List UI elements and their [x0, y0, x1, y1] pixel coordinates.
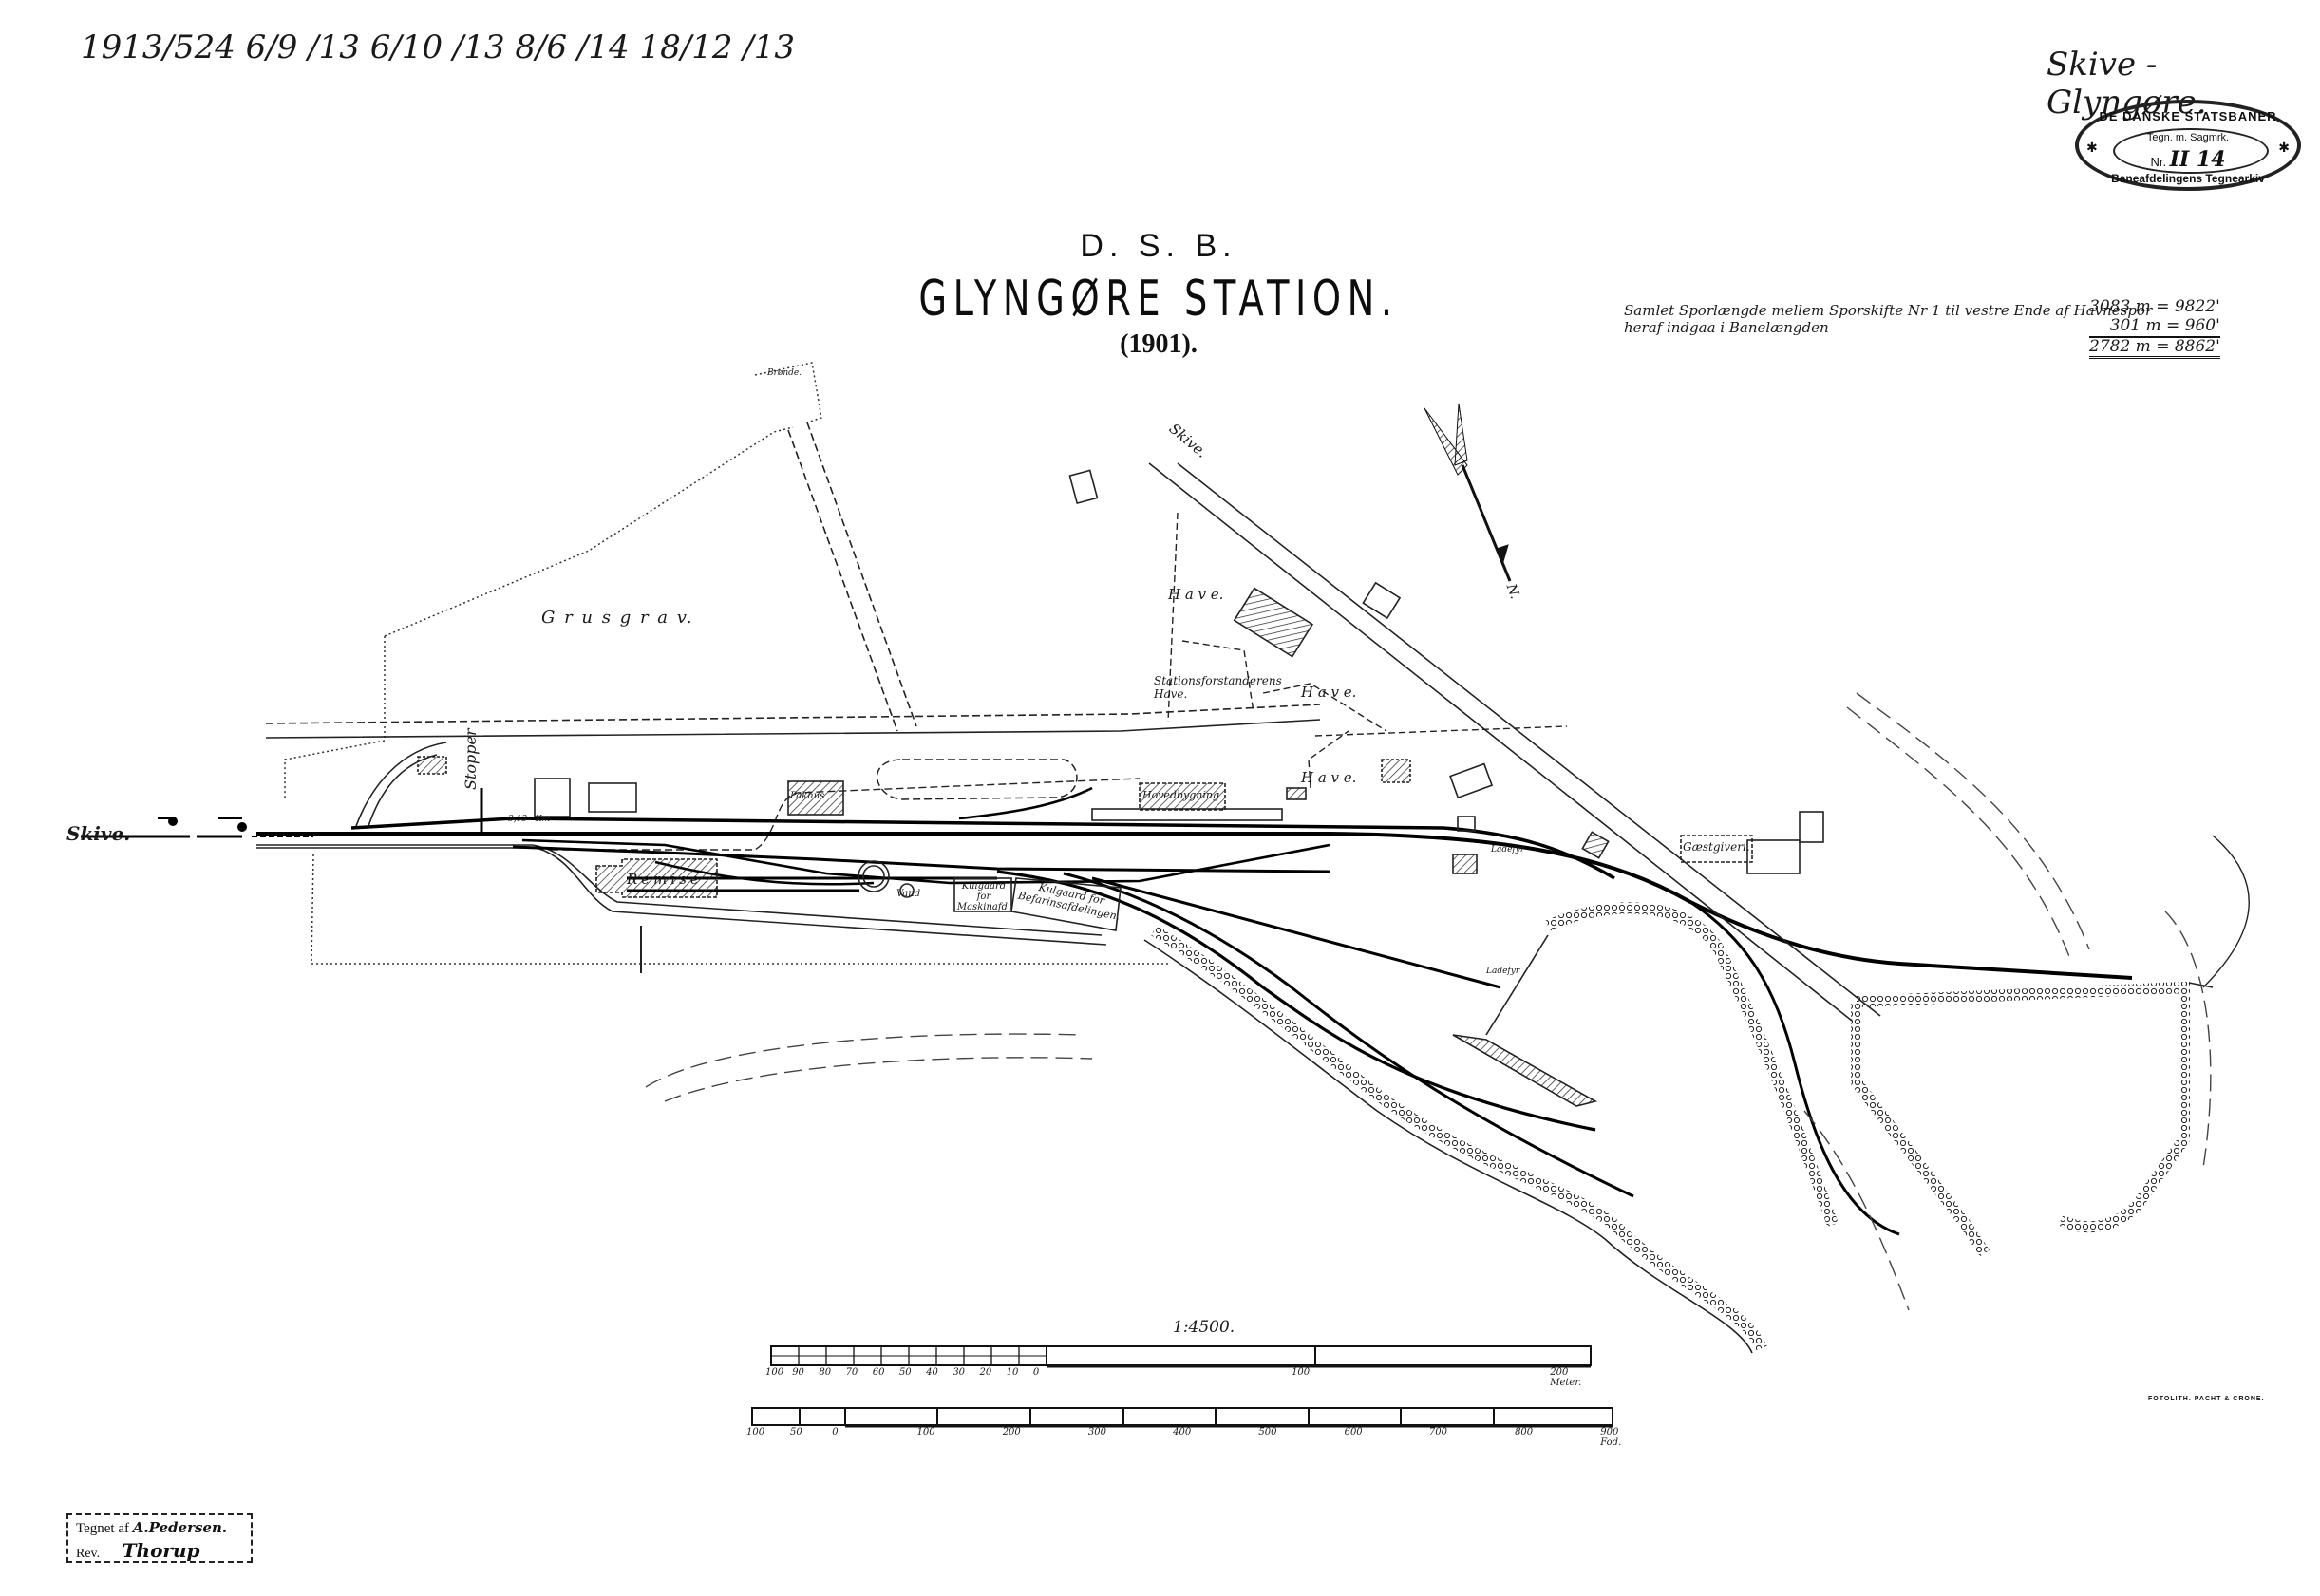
signature-box: Tegnet af A.Pedersen. Rev. Thorup [66, 1513, 253, 1563]
tick: 30 [953, 1367, 966, 1378]
label-garden-2: H a v e. [1301, 684, 1357, 701]
label-gravel-pit: G r u s g r a v. [541, 608, 694, 628]
north-arrow-icon [1424, 403, 1512, 582]
page-title: GLYNGØRE STATION. [918, 271, 1399, 328]
star-icon: ✱ [2086, 140, 2098, 155]
label-engine-shed: Remise [627, 871, 703, 888]
tick: 600 [1344, 1427, 1363, 1437]
label-crane: Ladefyr [1486, 967, 1520, 976]
track-length-line1: Samlet Sporlængde mellem Sporskifte Nr 1… [1624, 302, 2153, 319]
railway-tracks [81, 786, 2133, 1236]
tick: 50 [898, 1367, 912, 1378]
organization-label: D. S. B. [1080, 228, 1237, 264]
stamp-number-value: II 14 [2169, 147, 2226, 172]
tick: 40 [926, 1367, 938, 1378]
tick: 0 [832, 1427, 839, 1437]
year-label: (1901). [1120, 329, 1198, 359]
printer-credit: FOTOLITH. PACHT & CRONE. [2148, 1396, 2265, 1402]
label-garden-3: H a v e. [1301, 769, 1357, 786]
label-coal-yard-machine: Kulgaard for Maskinafd. [956, 881, 1011, 912]
label-station-master-garden: Stationsforstanderens Have. [1154, 674, 1282, 701]
label-km-marker: 3,13 - Km [508, 815, 551, 824]
tick: 0 [1032, 1367, 1040, 1378]
property-line [311, 854, 1168, 965]
tick: 900 Fod. [1600, 1427, 1622, 1448]
track-length-subtract: 301 m = 960' [2109, 316, 2220, 335]
signals [158, 817, 247, 832]
archive-stamp: DE DANSKE STATSBANER Tegn. m. Sagmrk. Nr… [2075, 100, 2301, 191]
harbour-quays [1143, 902, 2214, 1354]
label-inn: Gæstgiveri. [1683, 840, 1750, 854]
revised-signature: Thorup [122, 1539, 200, 1562]
label-stopper: Stopper [462, 728, 480, 790]
stamp-inner-ring [2113, 128, 2269, 174]
tick: 10 [1006, 1367, 1019, 1378]
shoreline [645, 692, 2212, 1311]
tick: 80 [819, 1367, 832, 1378]
drawn-by-signature: A.Pedersen. [132, 1519, 228, 1536]
tick: 100 [916, 1427, 935, 1437]
stamp-number-label: Nr. [2150, 155, 2167, 169]
tick: 200 [1002, 1427, 1021, 1437]
scale-bar-meters [770, 1345, 1592, 1368]
stamp-line2: Tegn. m. Sagmrk. [2146, 132, 2230, 143]
label-station-building: Hovedbygning [1142, 789, 1220, 801]
drawn-by-row: Tegnet af A.Pedersen. [76, 1519, 243, 1537]
tick: 60 [872, 1367, 885, 1378]
track-length-note: Samlet Sporlængde mellem Sporskifte Nr 1… [1624, 302, 2152, 336]
garden-boundaries [1167, 512, 1568, 789]
stamp-line4: Baneafdelingens Tegnearkiv [2111, 172, 2265, 185]
buildings [417, 469, 1824, 931]
tick: 500 [1258, 1427, 1277, 1437]
tick: 700 [1428, 1427, 1447, 1437]
label-water: Vand [896, 889, 921, 899]
tick: 200 Meter. [1550, 1367, 1582, 1388]
well-path [787, 422, 917, 732]
label-goods-shed: Pakhus [790, 791, 825, 801]
label-skive-west: Skive. [66, 822, 131, 845]
tick: 400 [1173, 1427, 1192, 1437]
label-well: Brønde. [767, 368, 802, 378]
track-length-line2: heraf indgaa i Banelængden [1624, 319, 1829, 336]
title-block: D. S. B. GLYNGØRE STATION. (1901). [855, 228, 1462, 360]
tick: 20 [979, 1367, 992, 1378]
tick: 50 [790, 1427, 802, 1437]
gravel-pit-boundary [284, 362, 822, 798]
tick: 70 [845, 1367, 858, 1378]
archive-annotation: 1913/524 6/9 /13 6/10 /13 8/6 /14 18/12 … [81, 28, 795, 66]
loading-oval [876, 759, 1078, 800]
star-icon: ✱ [2278, 140, 2290, 155]
stamp-line1: DE DANSKE STATSBANER [2099, 109, 2277, 123]
scale-bar-feet [751, 1407, 1613, 1428]
drawn-by-label: Tegnet af [76, 1521, 130, 1536]
label-garden-1: H a v e. [1168, 586, 1224, 603]
track-length-result: 2782 m = 8862' [2089, 336, 2220, 359]
tick: 300 [1087, 1427, 1106, 1437]
skive-road [1148, 462, 1881, 1022]
revised-label: Rev. [76, 1547, 101, 1561]
label-signal-lamp: Ladefyr [1491, 845, 1525, 854]
tick: 90 [792, 1367, 804, 1378]
tick: 800 [1515, 1427, 1534, 1437]
lower-boundary [256, 844, 1107, 946]
stamp-number: Nr. II 14 [2079, 147, 2297, 172]
tick: 100 [765, 1367, 784, 1378]
tick: 100 [746, 1427, 765, 1437]
track-length-values: 3083 m = 9822' 301 m = 960' 2782 m = 886… [2089, 298, 2220, 359]
track-length-total: 3083 m = 9822' [2089, 297, 2220, 316]
tick: 100 [1292, 1367, 1311, 1378]
meter-scale-ticks: 100 90 80 70 60 50 40 30 20 10 0 100 200… [765, 1367, 1601, 1388]
revised-row: Rev. Thorup [76, 1539, 243, 1562]
scale-ratio: 1:4500. [1173, 1318, 1235, 1337]
feet-scale-ticks: 100 50 0 100 200 300 400 500 600 700 800… [746, 1427, 1639, 1448]
